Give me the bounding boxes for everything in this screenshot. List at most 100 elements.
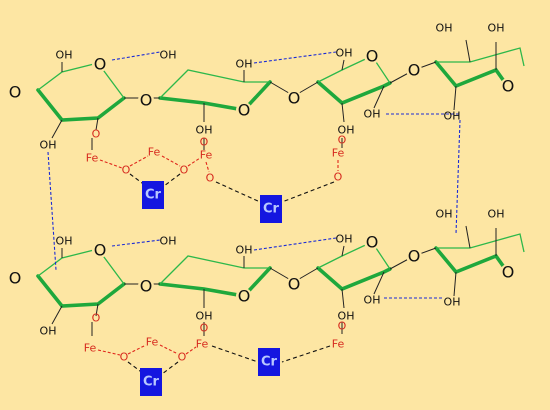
upper-chain-oh-8: OH (196, 124, 213, 137)
upper-bridge-oxygen-1: O (122, 164, 131, 177)
upper-ester-oxygen-2: O (200, 136, 209, 149)
upper-cr-1-box (142, 181, 164, 209)
upper-chain-ring2-oxygen: O (238, 101, 251, 120)
upper-chain-sub-10 (465, 39, 471, 63)
upper-chain-sub-8 (373, 85, 385, 109)
upper-chain-ring1-front (36, 88, 126, 122)
lower-fe-link-2 (127, 344, 147, 355)
lower-chain-sub-3 (51, 305, 63, 325)
lower-chain-oh-6: OH (488, 208, 505, 221)
upper-chain-ring1-oxygen-backdrop (92, 56, 108, 72)
upper-chain-ring4-back (436, 47, 525, 67)
dashed-bond-layer (47, 51, 461, 375)
upper-chain-oh-1: OH (56, 49, 73, 62)
lower-chain-terminal-oxygen: O (9, 269, 22, 288)
upper-fe-link-2 (129, 155, 149, 167)
lower-chain-sub-2 (95, 303, 99, 317)
lower-cr-link-2 (161, 361, 179, 375)
hbond-interchain-right (455, 119, 461, 235)
upper-bridge-oxygen-4: O (334, 171, 343, 184)
upper-fe-link-5 (205, 161, 210, 173)
lower-chain-oh-9: OH (338, 310, 355, 323)
upper-fe-1: Fe (86, 152, 99, 165)
upper-chain-oh-4: OH (336, 47, 353, 60)
lower-chain-ring1-oxygen: O (94, 241, 107, 260)
lower-fe-4: Fe (332, 338, 345, 351)
lower-chain-ring4-oxygen-backdrop (500, 264, 516, 280)
lower-chain-ring3-oxygen: O (366, 233, 379, 252)
upper-chain-ring3-oxygen-backdrop (364, 48, 380, 64)
upper-bridge-oxygen-2: O (180, 164, 189, 177)
upper-chain-ring3-front (316, 80, 392, 106)
lower-chain-ring1-back (37, 248, 125, 285)
upper-chain-oh-5: OH (436, 22, 453, 35)
lower-chain-ring1-oxygen-backdrop (92, 242, 108, 258)
lower-chain-link1-oxygen-backdrop (138, 278, 154, 294)
lower-chain-link2-oxygen-backdrop (286, 276, 302, 292)
upper-chain-oh-3: OH (236, 58, 253, 71)
lower-chain-oh-7: OH (40, 325, 57, 338)
upper-fe-4: Fe (332, 147, 345, 160)
upper-cr-link-4 (281, 181, 335, 203)
lower-cr-1: Cr (143, 375, 160, 390)
lower-fe-3: Fe (196, 338, 209, 351)
upper-chain-sub-7 (341, 59, 345, 71)
upper-chain-ring2-oxygen-backdrop (236, 102, 252, 118)
lower-chain-oh-1: OH (56, 235, 73, 248)
lower-chain-oh-2: OH (160, 235, 177, 248)
lower-chain-link1-oxygen: O (140, 277, 153, 296)
lower-chain-sub-9 (453, 271, 457, 297)
upper-chain-ring4-front (434, 60, 508, 89)
upper-chain-terminal-oxygen-backdrop (7, 84, 23, 100)
upper-chain-oh-2: OH (160, 49, 177, 62)
lower-chain-ring2-oxygen-backdrop (236, 288, 252, 304)
upper-chain-ring1-oxygen: O (94, 55, 107, 74)
upper-chain-ring2-back (159, 69, 270, 99)
upper-fe-3: Fe (200, 149, 213, 162)
lower-chain-oh-4: OH (336, 233, 353, 246)
lower-chain-oh-5: OH (436, 208, 453, 221)
lower-chain-oh-3: OH (236, 244, 253, 257)
lower-cr-1-box (140, 368, 162, 396)
upper-fe-2: Fe (148, 146, 161, 159)
lower-cr-link-4 (281, 345, 331, 363)
upper-chain-oh-7: OH (40, 139, 57, 152)
lower-chain-oh-11: OH (444, 296, 461, 309)
upper-chain-sub-3 (51, 119, 63, 139)
lower-chain-ring4-oxygen: O (502, 263, 515, 282)
upper-cr-link-2 (163, 173, 181, 187)
lower-chain-ring3-front (316, 266, 392, 292)
lower-bridge-oxygen-1: O (120, 351, 129, 364)
upper-chain-oh-11: OH (444, 110, 461, 123)
hbond-upper-1 (111, 51, 161, 61)
upper-ester-oxygen-1: O (92, 128, 101, 141)
upper-chain-link2-oxygen: O (288, 89, 301, 108)
lower-chain-ring2-front (158, 266, 272, 298)
upper-cr-2-box (260, 195, 282, 223)
lower-chain-link3-oxygen-backdrop (406, 248, 422, 264)
lower-fe-link-3 (159, 344, 179, 355)
upper-chain-ring2-front (158, 80, 272, 112)
lower-chain-ring2-back (159, 255, 270, 285)
upper-cr-1: Cr (145, 188, 162, 203)
upper-chain-ring1-back (37, 62, 125, 99)
upper-bridge-oxygen-3: O (206, 172, 215, 185)
lower-cr-2-box (258, 348, 280, 376)
lower-chain-terminal-oxygen-backdrop (7, 270, 23, 286)
lower-chain-ring4-front (434, 246, 508, 275)
lower-fe-1: Fe (84, 342, 97, 355)
upper-fe-link-3 (161, 155, 181, 167)
upper-cr-link-3 (215, 181, 261, 203)
lower-chain-ring2-oxygen: O (238, 287, 251, 306)
upper-chain-terminal-oxygen: O (9, 83, 22, 102)
lower-chain-sub-10 (465, 225, 471, 249)
upper-ester-oxygen-3: O (338, 134, 347, 147)
lower-chain-ring1-front (36, 274, 126, 308)
upper-cr-2: Cr (263, 202, 280, 217)
upper-chain-link3-oxygen-backdrop (406, 62, 422, 78)
lower-chain-oh-8: OH (196, 310, 213, 323)
lower-chain-sub-7 (341, 245, 345, 257)
lower-chain-sub-6 (341, 288, 345, 309)
